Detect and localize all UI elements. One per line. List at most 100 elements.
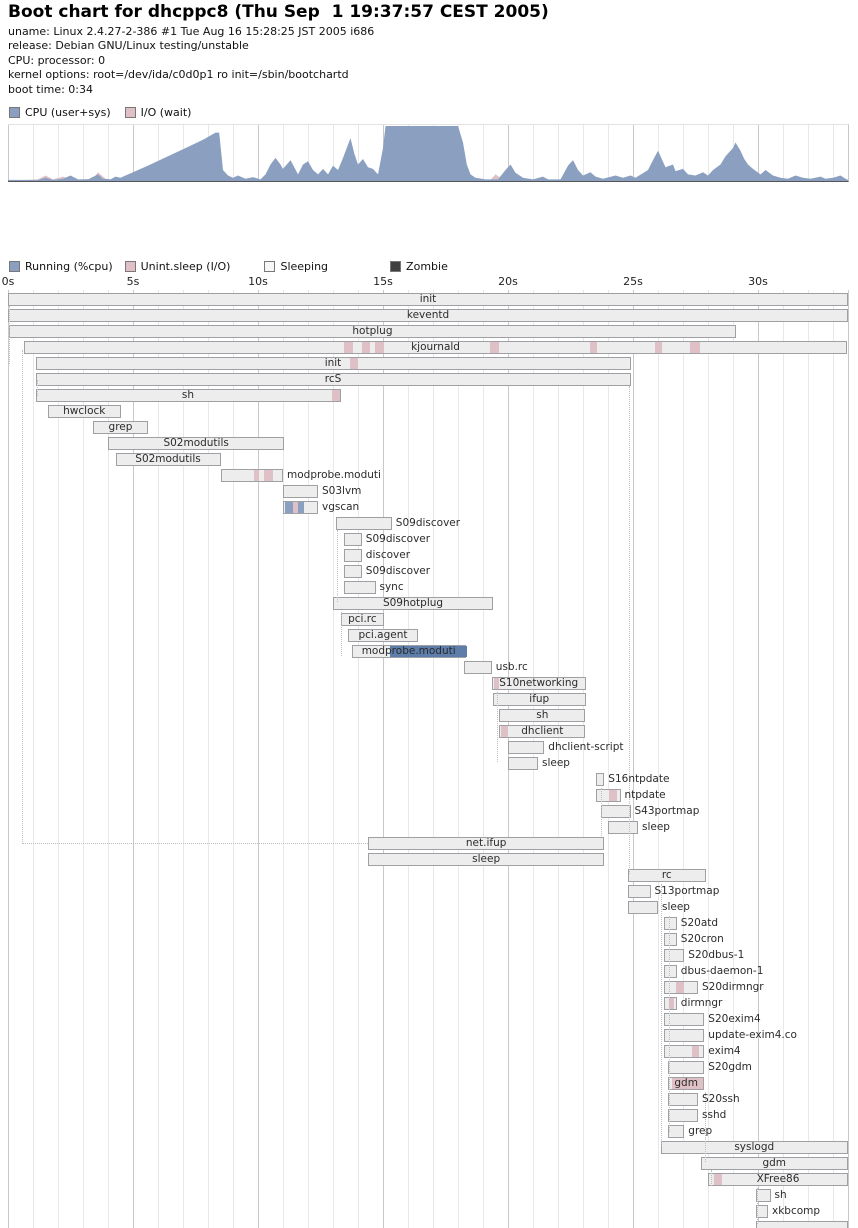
tree-connector-line [629,386,630,874]
tree-connector-line [341,612,342,656]
process-label: sshd [702,1109,727,1121]
process-bar: XFree86 [708,1173,848,1186]
process-label: S03lvm [322,485,362,497]
process-bar: pci.rc [340,613,385,626]
process-bar [595,789,621,802]
io-wait-segment [671,1078,703,1089]
tree-connector-line [497,692,498,762]
process-bar: kjournald [24,341,847,354]
io-wait-segment [361,342,371,353]
running-segment [297,502,305,513]
tree-connector-line [669,916,670,1132]
process-label: init [324,357,342,369]
process-label: dhclient [521,725,564,737]
legend-label: Running (%cpu) [25,260,113,273]
legend-label: Sleeping [280,260,329,273]
io-wait-segment [714,1174,722,1185]
process-bar: syslogd [660,1141,848,1154]
running-segment [285,502,293,513]
process-bar: hotplug [9,325,736,338]
process-label: rcS [324,373,342,385]
io-wait-segment [676,982,684,993]
process-bar [664,965,677,978]
process-label: dirmngr [680,997,723,1009]
legend-item: Running (%cpu) [9,260,113,273]
process-bar [344,549,362,562]
process-bar [220,469,283,482]
boot-time-line: boot time: 0:34 [8,82,94,96]
process-bar: gdm [700,1157,848,1170]
process-bar: init [35,357,631,370]
process-bar [755,1189,771,1202]
process-bar [668,1061,705,1074]
process-label: grep [108,421,133,433]
io-wait-segment [609,790,617,801]
process-bar: S02modutils [108,437,285,450]
process-label: usb.rc [495,661,528,673]
io-wait-segment [590,342,597,353]
process-bar [664,917,677,930]
cpu-chart-legend: CPU (user+sys)I/O (wait) [9,106,191,119]
process-bar [628,885,651,898]
tree-connector-line [337,530,338,602]
tick-label: 15s [373,275,393,288]
process-bar: S09hotplug [333,597,493,610]
process-label: pci.rc [348,613,377,625]
process-label: S20exim4 [708,1013,761,1025]
cpu-user-sys-area [8,126,848,181]
process-bar [664,949,685,962]
process-bar: hwclock [48,405,121,418]
process-label: ifup [529,693,550,705]
process-bar [628,901,658,914]
process-bar: pci.agent [348,629,418,642]
running-segment [390,646,467,657]
process-bar [664,933,677,946]
process-label: S09discover [365,533,431,545]
process-bar: init [8,293,848,306]
tree-connector-line [711,1170,712,1186]
legend-swatch-icon [124,261,136,272]
process-bar [755,1221,848,1228]
legend-swatch-icon [264,261,276,272]
io-wait-segment [264,470,273,481]
tick-label: 25s [623,275,643,288]
legend-swatch-icon [9,261,20,272]
process-bar [344,565,362,578]
io-wait-segment [344,342,353,353]
io-wait-segment [375,342,384,353]
process-bar [608,821,638,834]
process-bar: sh [35,389,341,402]
cpu-usage-chart [8,124,849,182]
tree-connector-line [705,1092,706,1162]
process-label: rc [661,869,672,881]
process-label: update-exim4.co [708,1029,797,1041]
io-wait-segment [655,342,662,353]
tick-label: 20s [498,275,518,288]
io-wait-segment [668,998,674,1009]
process-bar [283,485,318,498]
process-label: grep [688,1125,713,1137]
tree-connector-line [22,350,23,844]
process-label: S16ntpdate [608,773,670,785]
process-bar: rcS [35,373,631,386]
process-bar: modprobe.moduti [351,645,467,658]
process-label: hotplug [352,325,393,337]
process-label: sync [379,581,404,593]
process-label: init [419,293,437,305]
process-label: hwclock [63,405,106,417]
process-label: xkbcomp [772,1205,821,1217]
process-label: sleep [542,757,570,769]
process-bar: S02modutils [115,453,221,466]
process-label: sleep [642,821,670,833]
legend-swatch-icon [390,261,402,272]
legend-label: Zombie [406,260,448,273]
process-label: sleep [662,901,690,913]
system-info: uname: Linux 2.4.27-2-386 #1 Tue Aug 16 … [8,25,374,97]
process-label: S20ssh [702,1093,740,1105]
legend-swatch-icon [124,107,136,118]
tree-connector-line [661,884,662,1146]
process-label: sh [181,389,195,401]
process-bar [664,997,677,1010]
process-label: pci.agent [358,629,408,641]
